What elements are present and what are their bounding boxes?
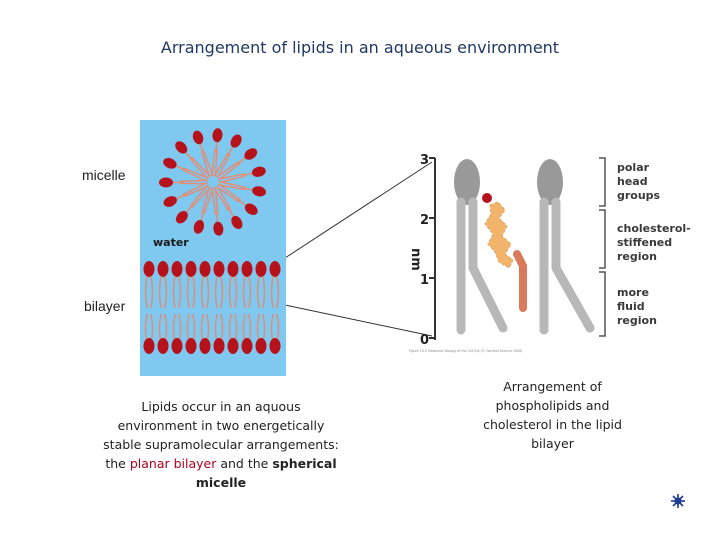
region-head-line2: head [617, 175, 648, 188]
bilayer-drawing [143, 261, 281, 354]
page-title: Arrangement of lipids in an aqueous envi… [160, 38, 560, 57]
tick-3: 3 [420, 153, 429, 168]
bilayer-label: bilayer [84, 298, 126, 314]
bilayer-lipid-bottom [269, 313, 281, 354]
cholesterol-rings [484, 201, 514, 269]
bilayer-lipid-bottom [199, 313, 211, 354]
bilayer-lipid-bottom [213, 313, 225, 354]
cholesterol-molecule [482, 193, 527, 312]
phospholipid-right [537, 159, 595, 335]
water-label: water [153, 236, 189, 249]
micelle-lipid [216, 148, 258, 181]
bilayer-lipid-bottom [255, 313, 267, 354]
region-chol-line3: region [617, 250, 657, 263]
bilayer-lipid-top [213, 261, 225, 309]
micelle-lipid [211, 128, 223, 177]
micelle-drawing [159, 128, 266, 236]
bracket-cholesterol [599, 209, 606, 269]
bilayer-lipid-top [143, 261, 155, 309]
axis-unit-label: nm [408, 248, 423, 271]
micelle-lipid [218, 166, 266, 184]
micelle-lipid [213, 134, 242, 179]
cholesterol-hydroxyl [482, 193, 492, 203]
bilayer-lipid-bottom [157, 313, 169, 354]
bilayer-lipid-bottom [185, 313, 197, 354]
region-head-line3: groups [617, 189, 661, 202]
lipid-arrangement-illustration: water [140, 120, 286, 376]
right-caption: Arrangement of phospholipids and cholest… [483, 379, 622, 451]
region-fluid-line1: more [617, 286, 649, 299]
sunburst-icon[interactable] [670, 493, 686, 509]
phospholipid-left [454, 159, 508, 335]
micelle-lipid [175, 141, 211, 180]
bilayer-lipid-top [199, 261, 211, 309]
bilayer-lipid-top [171, 261, 183, 309]
region-chol-line1: cholesterol- [617, 222, 691, 235]
spherical-micelle-highlight: spherical micelle [195, 456, 337, 490]
bilayer-lipid-bottom [241, 313, 253, 354]
bilayer-lipid-top [185, 261, 197, 309]
region-chol-line2: stiffened [617, 236, 672, 249]
left-caption-text: Lipids occur in an aquous environment in… [103, 399, 339, 471]
micelle-lipid [192, 130, 214, 178]
connector-line-top [284, 161, 433, 259]
bilayer-lipid-top [241, 261, 253, 309]
region-head-line1: polar [617, 161, 650, 174]
bilayer-lipid-top [157, 261, 169, 309]
tick-2: 2 [420, 213, 429, 228]
micelle-lipid [193, 186, 214, 234]
tick-0: 0 [420, 333, 429, 348]
region-fluid-line2: fluid [617, 300, 645, 313]
bilayer-lipid-bottom [171, 313, 183, 354]
micelle-lipid [218, 180, 266, 197]
micelle-lipid [213, 185, 243, 230]
micelle-lipid [211, 187, 224, 236]
region-fluid-line3: region [617, 314, 657, 327]
planar-bilayer-highlight: planar bilayer [129, 456, 217, 471]
bilayer-lipid-bottom [143, 313, 155, 354]
bracket-head [599, 157, 606, 207]
cholesterol-tail [513, 250, 527, 312]
bilayer-lipid-top [227, 261, 239, 309]
connector-line-bottom [284, 304, 433, 337]
micelle-lipid [159, 177, 208, 188]
micelle-label: micelle [82, 167, 126, 183]
micelle-lipid [163, 182, 209, 207]
bracket-fluid [599, 271, 606, 337]
micelle-lipid [163, 157, 209, 182]
micelle-lipid [216, 183, 258, 216]
bilayer-cholesterol-figure: 3 2 1 0 nm polar head groups cholesterol… [408, 153, 691, 353]
left-caption-text-2: and the [216, 456, 273, 471]
left-caption: Lipids occur in an aquous environment in… [100, 397, 342, 492]
figure-credit: Figure 10-5 Molecular Biology of the Cel… [409, 349, 522, 353]
bilayer-lipid-bottom [227, 313, 239, 354]
micelle-lipid [175, 184, 212, 224]
tick-1: 1 [420, 273, 429, 288]
bilayer-lipid-top [255, 261, 267, 309]
bilayer-lipid-top [269, 261, 281, 309]
